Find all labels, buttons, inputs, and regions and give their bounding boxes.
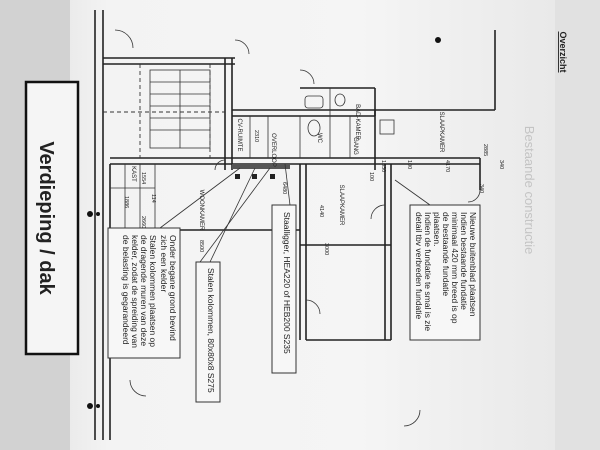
- walls: [94, 10, 496, 440]
- title-box-frame: [24, 80, 80, 356]
- note-c-text: Stalen kolommen, 80x80x8 S275: [206, 268, 216, 393]
- svg-text:6480: 6480: [281, 182, 287, 194]
- room-cv-ruimte: CV-RUIMTE: [236, 119, 242, 152]
- room-kast: KAST: [130, 166, 136, 182]
- note-a-line-2: Indien bestaande fundatie: [459, 212, 469, 310]
- svg-text:4140: 4140: [318, 205, 324, 217]
- note-d-line-2: zich een kelder: [159, 235, 169, 292]
- svg-text:100: 100: [368, 172, 374, 181]
- note-fundatie-box: [409, 204, 481, 341]
- note-kelder-box: [107, 227, 181, 359]
- svg-text:2660: 2660: [140, 216, 146, 228]
- overzicht-label: Overzicht: [558, 31, 568, 72]
- note-kelder: Onder begane grond bevind zich een kelde…: [107, 227, 181, 359]
- svg-text:340: 340: [498, 160, 504, 169]
- svg-text:3000: 3000: [323, 243, 329, 255]
- svg-text:2310: 2310: [253, 130, 259, 142]
- note-a-line-7: detail tbv verbreden fundatie: [414, 212, 424, 320]
- svg-text:8500: 8500: [198, 240, 204, 252]
- note-a-line-6: Indien de fundatie te smal is zie: [423, 212, 433, 331]
- faded-heading: Bestaande constructie: [522, 126, 537, 255]
- sanitary: [304, 93, 395, 137]
- note-a-line-4: de bestaande fundatie: [441, 212, 451, 296]
- note-d-line-4: de dragende muren van deze: [139, 235, 149, 346]
- section-markers: [87, 37, 441, 409]
- note-d-line-6: de belasting is gegarandeerd: [121, 235, 131, 345]
- svg-text:2885: 2885: [482, 144, 488, 156]
- note-kolommen-box: [195, 261, 221, 403]
- note-a-line-3: minimaal 420 mm breed is op: [450, 212, 460, 324]
- room-gang: GANG: [352, 137, 358, 155]
- note-d-line-1: Onder begane grond bevind: [168, 235, 178, 341]
- title-block: Verdieping / dak: [24, 80, 80, 356]
- note-fundatie: Nieuwe buitenblad plaatsen Indien bestaa…: [409, 204, 481, 341]
- note-d-line-5: kelder, zodat de spreiding van: [130, 235, 140, 348]
- svg-text:340: 340: [478, 184, 484, 193]
- room-overloop: OVERLOOP: [270, 133, 276, 167]
- svg-text:1886: 1886: [123, 196, 129, 208]
- svg-text:4170: 4170: [444, 160, 450, 172]
- column-markers: [235, 174, 275, 179]
- svg-text:1530: 1530: [380, 160, 386, 172]
- room-wc: WC: [316, 133, 322, 144]
- note-d-line-3: Stalen kolommen plaatsen op: [148, 235, 158, 347]
- room-badkamer: BAD-KAMER: [354, 104, 360, 140]
- note-a-line-5: plaatsen.: [432, 212, 442, 247]
- leader-lines: [159, 163, 431, 263]
- room-slaapkamer-2: SLAAPKAMER: [338, 185, 344, 226]
- svg-text:114: 114: [150, 194, 156, 203]
- room-slaapkamer-1: SLAAPKAMER: [438, 112, 444, 153]
- note-staalligger: Staalligger, HEA220 of HEB200 S235: [271, 204, 297, 374]
- note-staalligger-box: [271, 204, 297, 374]
- note-kolommen: Stalen kolommen, 80x80x8 S275: [195, 261, 221, 403]
- note-a-line-1: Nieuwe buitenblad plaatsen: [468, 212, 478, 317]
- staircase: [149, 69, 211, 149]
- door-swings: [114, 29, 481, 427]
- svg-text:1554: 1554: [140, 172, 146, 184]
- page-right-edge: [555, 0, 600, 450]
- title-box-text: Verdieping / dak: [35, 141, 57, 295]
- room-woonkamer: WOONKAMER: [198, 190, 204, 231]
- svg-text:100: 100: [406, 160, 412, 169]
- dimension-labels: 2885 4170 100 1530 340 340 100 4140 3000…: [123, 130, 504, 255]
- steel-beam: [232, 164, 290, 169]
- note-b-text: Staalligger, HEA220 of HEB200 S235: [282, 212, 292, 354]
